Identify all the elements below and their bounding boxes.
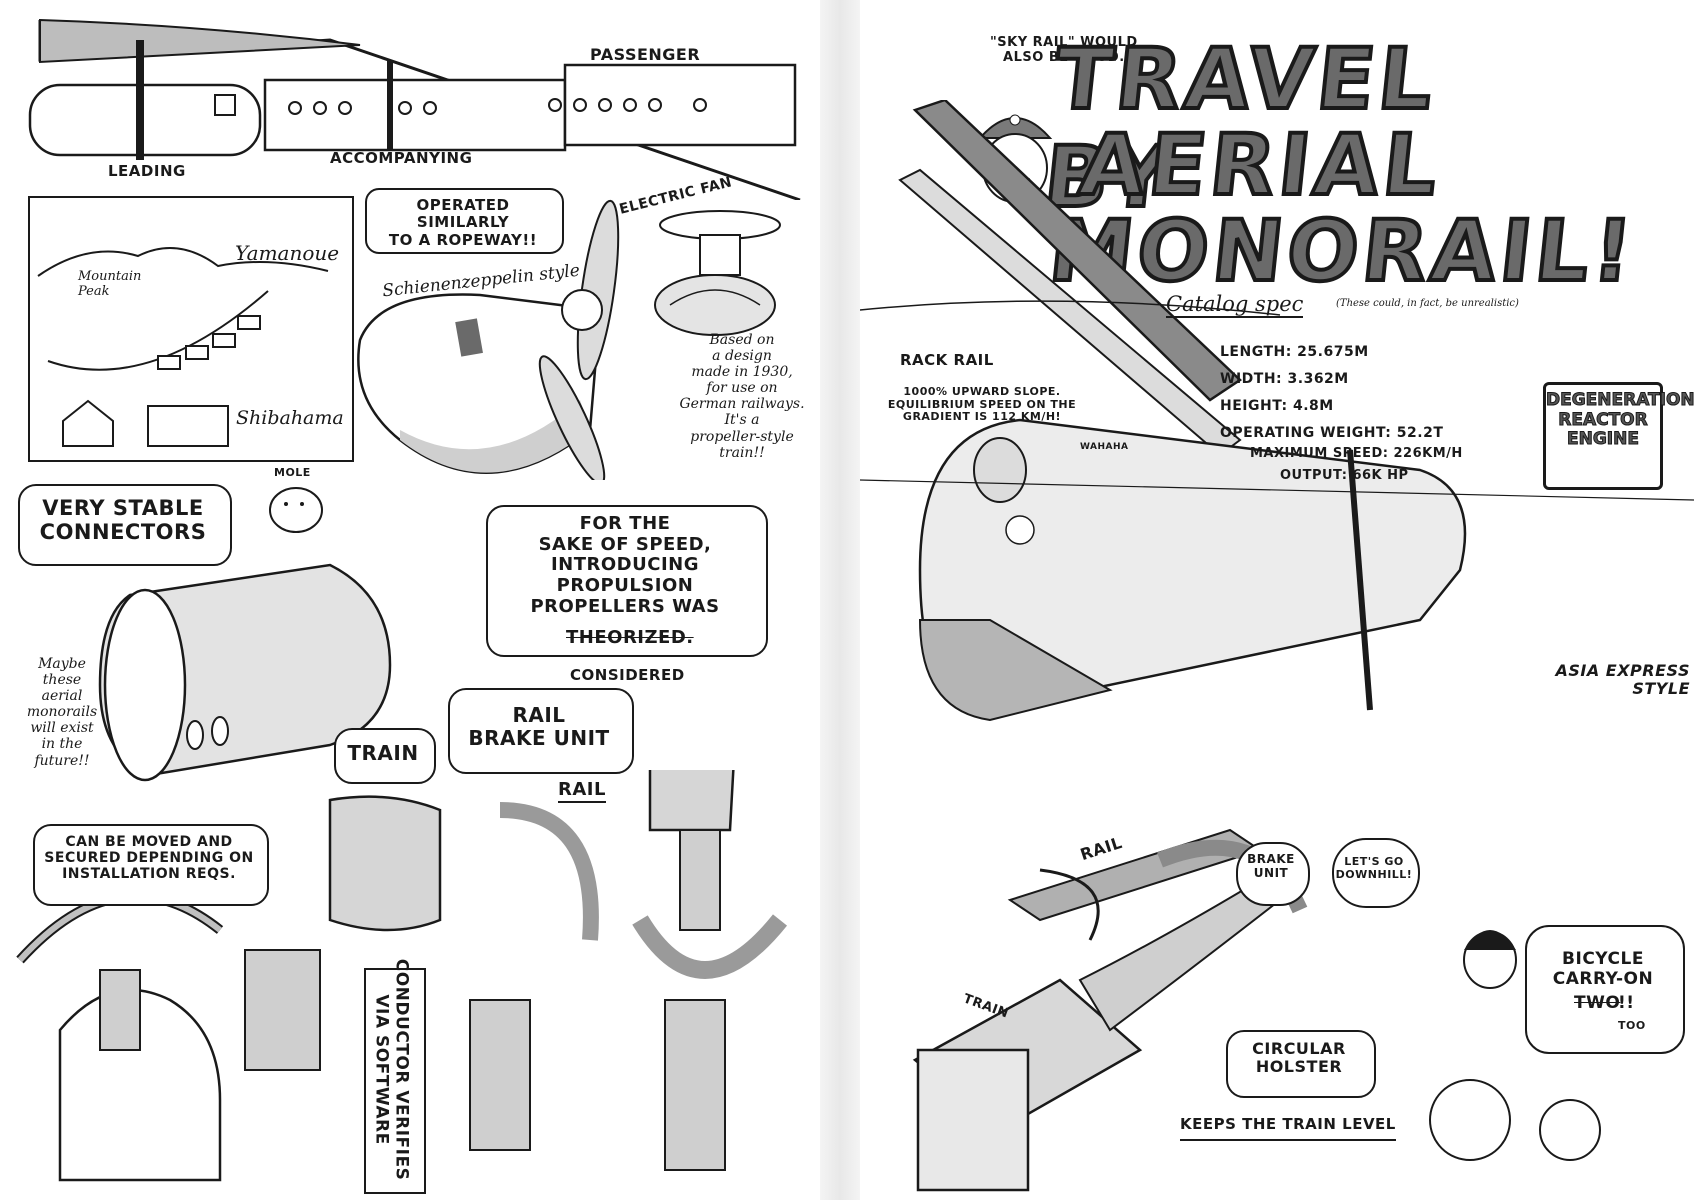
yamanoue-label: Yamanoue <box>235 241 340 265</box>
spec-height: HEIGHT: 4.8M <box>1220 398 1334 414</box>
rail-brake-unit-bubble <box>448 688 634 774</box>
rail-brake-unit-text: RAIL BRAKE UNIT <box>468 703 610 750</box>
ropeway-note-bubble <box>365 188 564 254</box>
holster-illustration <box>912 828 1601 1192</box>
catalog-spec-note: (These could, in fact, be unrealistic) <box>1336 298 1519 309</box>
circular-holster-text: CIRCULAR HOLSTER <box>1252 1039 1346 1077</box>
brake-unit-text: BRAKE UNIT <box>1247 852 1295 880</box>
conductor-note: CONDUCTOR VERIFIES VIA SOFTWARE <box>372 958 412 1181</box>
brake-mechanism-illustrations <box>16 770 788 1182</box>
leading-train-illustration <box>28 18 801 200</box>
electric-fan-icon <box>654 210 781 336</box>
bicycle-carry-on-bubble <box>1525 925 1685 1054</box>
catalog-spec-heading: Catalog spec <box>1166 292 1304 319</box>
propeller-note-bubble <box>486 505 768 657</box>
conductor-note-box <box>364 968 426 1194</box>
rack-rail-label: RACK RAIL <box>900 351 994 369</box>
left-page: PASSENGER LEADING ACCOMPANYING Mountain … <box>0 0 820 1200</box>
spec-length: LENGTH: 25.675M <box>1220 344 1369 360</box>
connectors-note: VERY STABLE CONNECTORS <box>39 496 207 545</box>
mole-icon <box>269 487 323 533</box>
aerial-monorail-illustration <box>860 100 1694 722</box>
design-history-note: Based on a design made in 1930, for use … <box>679 332 805 461</box>
too-correction: TOO <box>1618 1019 1646 1032</box>
engine-badge: DEGENERATION REACTOR ENGINE <box>1543 382 1694 490</box>
ropeway-note: OPERATED SIMILARLY TO A ROPEWAY!! <box>388 196 538 249</box>
spec-operating-weight: OPERATING WEIGHT: 52.2T <box>1220 425 1444 441</box>
accompanying-label: ACCOMPANYING <box>330 149 473 167</box>
leading-label: LEADING <box>108 162 186 180</box>
rail-label: RAIL <box>558 779 606 803</box>
shibahama-label: Shibahama <box>236 407 344 429</box>
page-gutter <box>820 0 860 1200</box>
circular-holster-bubble <box>1226 1030 1376 1098</box>
bicycle-exclaim: !! <box>1618 993 1635 1013</box>
spec-output: OUTPUT: 66K HP <box>1280 468 1409 483</box>
connectors-bubble <box>18 484 232 566</box>
mountain-peak-label: Mountain Peak <box>78 269 142 299</box>
downhill-bubble <box>1332 838 1420 908</box>
route-map-sketch <box>37 247 329 447</box>
spec-width: WIDTH: 3.362M <box>1220 371 1349 387</box>
downhill-text: LET'S GO DOWNHILL! <box>1335 855 1413 881</box>
spec-maximum-speed: MAXIMUM SPEED: 226KM/H <box>1250 446 1463 461</box>
considered-correction: CONSIDERED <box>570 666 685 684</box>
schienenzeppelin-illustration <box>357 199 620 480</box>
mole-label: MOLE <box>274 466 311 479</box>
installation-note-bubble <box>33 824 269 906</box>
right-page: "SKY RAIL" WOULD ALSO BE GOOD. TRAVEL BY… <box>860 0 1694 1200</box>
slope-note: 1000% UPWARD SLOPE. EQUILIBRIUM SPEED ON… <box>887 385 1077 424</box>
wahaha-label: WAHAHA <box>1080 442 1129 452</box>
propeller-note-struck: THEORIZED. <box>566 627 694 648</box>
installation-note: CAN BE MOVED AND SECURED DEPENDING ON IN… <box>44 834 254 883</box>
asia-express-label: ASIA EXPRESS STYLE <box>1555 661 1690 699</box>
keeps-train-level-label: KEEPS THE TRAIN LEVEL <box>1180 1115 1396 1142</box>
propeller-note: FOR THE SAKE OF SPEED, INTRODUCING PROPU… <box>530 513 720 617</box>
train-bubble <box>334 728 436 784</box>
sky-rail-note: "SKY RAIL" WOULD ALSO BE GOOD. <box>990 35 1138 65</box>
future-note: Maybe these aerial monorails will exist … <box>26 656 98 769</box>
connector-tube-illustration <box>98 563 392 782</box>
train-bubble-text: TRAIN <box>347 741 419 765</box>
brake-unit-bubble <box>1236 842 1310 906</box>
bicycle-carry-on-text: BICYCLE CARRY-ON <box>1552 949 1654 989</box>
passenger-label: PASSENGER <box>590 45 701 64</box>
bicycle-two-struck: TWO <box>1574 993 1621 1013</box>
